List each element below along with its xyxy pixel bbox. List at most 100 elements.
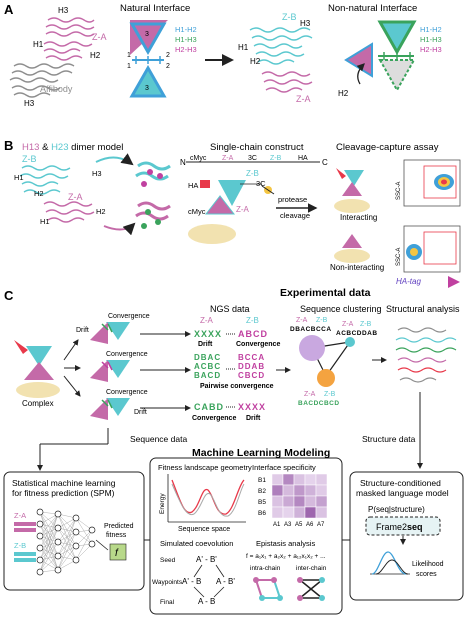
nn-edge: [39, 523, 59, 571]
evo-row-2: [90, 360, 130, 382]
protease-label: protease: [278, 195, 307, 204]
seg-zb: Z-B: [270, 155, 282, 162]
nn-edge: [39, 535, 59, 557]
landscape-plot: [167, 474, 246, 523]
dimer-amp: &: [39, 142, 51, 153]
heat-cell: [271, 484, 284, 497]
cluster-zb-2: Z-B: [360, 321, 372, 328]
b-h2-label-b: H2: [96, 207, 106, 216]
ssc-label-2: SSC-A: [396, 248, 402, 266]
coevo-edges: [193, 564, 225, 598]
ngs-row1-caption-left: Drift: [198, 341, 213, 348]
interacting-label: Interacting: [340, 213, 377, 222]
cluster-node-medium: [317, 369, 335, 387]
coevo-ab-left: A' - B: [182, 577, 201, 586]
row3-drift: Drift: [134, 409, 147, 416]
sequence-data-label: Sequence data: [130, 434, 187, 444]
spm-title-1: Statistical machine learning: [12, 478, 116, 488]
legend-h1h2: H1-H2: [175, 25, 197, 34]
heat-cell: [315, 495, 328, 508]
nn-node: [72, 528, 80, 536]
structural-title: Structural analysis: [386, 304, 460, 314]
b-h1-label-a: H1: [14, 173, 24, 182]
coevo-seed: Seed: [160, 557, 176, 564]
heat-col-label: A1: [273, 522, 281, 528]
dimer-h23: H23: [51, 142, 68, 153]
nn-edge: [75, 529, 93, 561]
nn-edge: [39, 513, 59, 525]
frame2seq-a: Frame2: [376, 522, 407, 532]
likelihood-curves: [370, 551, 410, 575]
assay-title: Cleavage-capture assay: [336, 142, 439, 153]
nn-edge: [39, 523, 59, 557]
ngs-row2-left-0: DBAC: [194, 353, 221, 362]
heat-cell: [304, 473, 317, 486]
spm-neural-network: [36, 508, 109, 576]
heat-cell: [293, 473, 306, 486]
tri-num-2a: 2: [166, 52, 170, 59]
nn-node: [72, 556, 80, 564]
heat-row-label: B1: [258, 477, 266, 484]
structure-data-label: Structure data: [362, 434, 416, 444]
zb-za-dimer: [249, 27, 313, 93]
legend2-h1h3: H1-H3: [420, 35, 442, 44]
nn-edge: [57, 517, 77, 557]
spm-zb: Z-B: [14, 541, 26, 550]
heat-col-label: A5: [295, 522, 303, 528]
complex-cartoon: [14, 340, 60, 398]
heat-cell: [271, 506, 284, 519]
dimer-suffix: dimer model: [69, 142, 124, 153]
a-h1-dimer: H1: [238, 43, 249, 52]
nn-edge: [39, 511, 59, 529]
ngs-row3-left: CABD: [194, 402, 224, 412]
spm-title-2: for fitness prediction (SPM): [12, 488, 115, 498]
cluster-seq-top: DBACBCCA: [290, 326, 332, 333]
heat-cell: [271, 473, 284, 486]
seq-space-label: Sequence space: [178, 526, 230, 533]
spm-input-bars: [14, 522, 36, 562]
heat-cell: [282, 473, 295, 486]
coevo-ab-right: A - B': [216, 577, 235, 586]
ngs-zb-header: Z-B: [246, 316, 259, 325]
nn-edge: [39, 555, 59, 573]
cluster-graph: [299, 335, 355, 387]
heat-cell: [304, 484, 317, 497]
cart-za: Z-A: [236, 205, 250, 214]
nn-edge: [39, 541, 59, 561]
ssc-label-1: SSC-A: [396, 182, 402, 200]
a-h2-dimer: H2: [250, 57, 261, 66]
mlm-title-2: masked language model: [356, 488, 449, 498]
a-h3-dimer: H3: [300, 19, 311, 28]
panel-a-label: A: [4, 2, 14, 17]
seg-cmyc: cMyc: [190, 155, 207, 162]
landscape-title: Fitness landscape geometry: [158, 463, 252, 472]
likelihood-1: Likelihood: [412, 561, 444, 568]
b-arrow-top: [95, 153, 134, 166]
heat-cell: [304, 506, 317, 519]
ngs-row3-caption-right: Drift: [246, 415, 261, 422]
frame2seq-label: Frame2seq: [376, 522, 423, 532]
a-za-dimer: Z-A: [296, 94, 311, 104]
ngs-row2-right-2: CBCD: [238, 371, 265, 380]
nn-node: [54, 524, 62, 532]
coevo-waypoints: Waypoints: [152, 579, 183, 586]
heat-cell: [293, 484, 306, 497]
cluster-za-3: Z-A: [304, 391, 316, 398]
b-zb-label: Z-B: [22, 154, 37, 164]
nn-node: [36, 556, 44, 564]
b-cartoon-top: [135, 161, 171, 187]
ngs-row2: DBAC ACBC BACD BCCA DDAB CBCD: [194, 353, 265, 380]
nn-edge: [39, 513, 59, 573]
energy-label: Energy: [159, 493, 166, 514]
clustering-title: Sequence clustering: [300, 304, 382, 314]
ml-modeling-title: Machine Learning Modeling: [192, 447, 330, 459]
heat-cell: [271, 495, 284, 508]
intra-network: [253, 577, 283, 601]
heat-cell: [282, 506, 295, 519]
legend2-h2h3: H2-H3: [420, 45, 442, 54]
nn-edge: [39, 513, 59, 537]
ngs-row2-left-1: ACBC: [194, 362, 221, 371]
b-h2-label-a: H2: [34, 189, 44, 198]
construct-c: C: [322, 158, 328, 167]
